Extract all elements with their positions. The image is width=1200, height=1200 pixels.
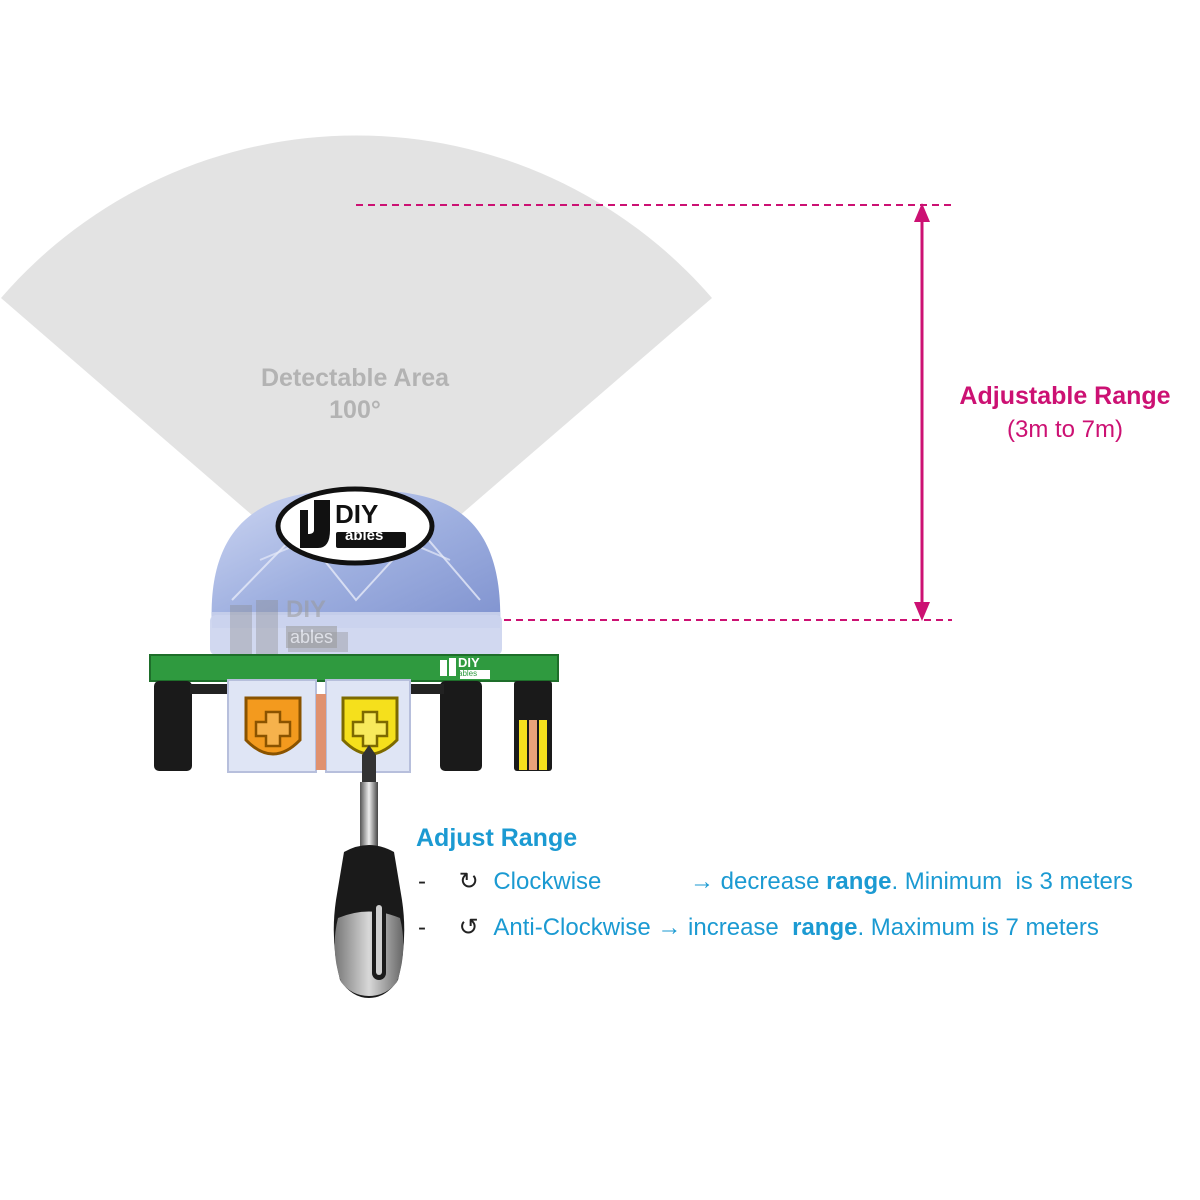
row2-arrow-text: → increase	[657, 914, 793, 941]
right-pin	[440, 681, 482, 771]
header-pins	[514, 681, 552, 771]
watermark-line2: ables	[286, 626, 338, 648]
range-arrow-down-head	[914, 602, 930, 621]
left-pin	[154, 681, 192, 771]
adjust-range-title: Adjust Range	[416, 824, 578, 852]
row2-direction: Anti-Clockwise	[493, 914, 651, 941]
pcb-logo-text: DIY ables	[458, 656, 480, 679]
row2-keyword: range	[792, 914, 858, 941]
watermark-text: DIY ables	[286, 596, 338, 648]
anticlockwise-icon: ↺	[458, 914, 479, 941]
detectable-area-angle: 100°	[329, 396, 381, 424]
row1-dash: -	[418, 868, 426, 895]
range-arrow-up-head	[914, 203, 930, 222]
adjustable-range-subtitle: (3m to 7m)	[1006, 416, 1123, 443]
row2-rest: . Maximum is 7 meters	[857, 914, 1099, 941]
adjustable-range-title: Adjustable Range	[959, 382, 1171, 410]
logo-text: DIY ables	[335, 500, 415, 544]
pcb-logo-line1: DIY	[458, 655, 480, 670]
left-bracket	[190, 684, 230, 694]
row1-direction: Clockwise	[493, 868, 602, 895]
pcb-board	[149, 654, 559, 682]
right-bracket	[408, 684, 444, 694]
screwdriver	[333, 745, 405, 998]
row1-arrow-text: → decrease	[690, 868, 827, 895]
pcb-small-logo	[440, 658, 490, 679]
diy-ables-logo	[275, 486, 435, 566]
time-potentiometer	[244, 696, 302, 756]
detectable-area-title: Detectable Area	[260, 364, 450, 392]
row2-dash: -	[418, 914, 426, 941]
logo-line1: DIY	[335, 499, 379, 529]
watermark-line1: DIY	[286, 596, 327, 623]
anticlockwise-row: - ↺ Anti-Clockwise → increase range. Max…	[418, 913, 1099, 943]
range-potentiometer	[341, 696, 399, 756]
pcb-logo-line2: ables	[458, 669, 478, 678]
row1-keyword: range	[826, 868, 892, 895]
detection-cone	[1, 135, 712, 606]
row1-rest: . Minimum is 3 meters	[891, 868, 1133, 895]
clockwise-row: - ↻ Clockwise → decrease range. Minimum …	[418, 867, 1133, 897]
logo-line2: ables	[345, 527, 384, 544]
pot-divider	[316, 694, 326, 770]
clockwise-icon: ↻	[458, 868, 479, 895]
